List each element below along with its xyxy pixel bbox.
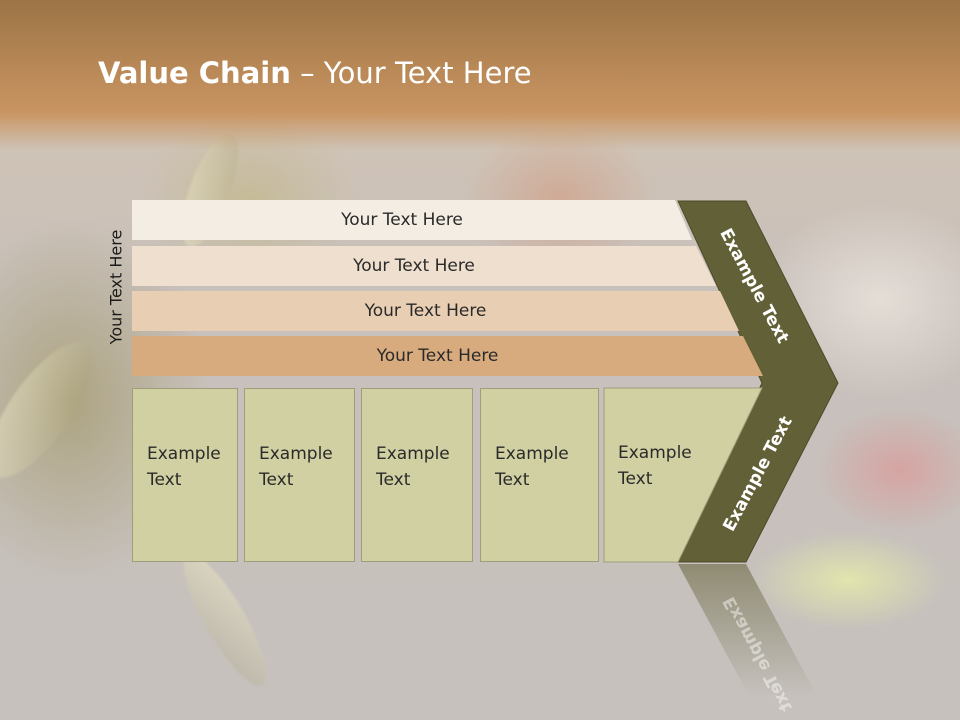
title-rest: – Your Text Here xyxy=(290,56,532,90)
activity-cell-last: Example Text xyxy=(604,388,724,562)
chevron-reflection-shape xyxy=(678,564,830,720)
last-cell-shape xyxy=(603,387,763,563)
activity-cell: Example Text xyxy=(361,388,473,562)
reflection: Example Text Example Text Example Text E… xyxy=(0,564,960,720)
cell-line-2: Text xyxy=(376,470,411,490)
page-title: Value Chain – Your Text Here xyxy=(98,56,532,90)
cell-line-2: Text xyxy=(147,470,182,490)
activity-cell: Example Text xyxy=(244,388,355,562)
cell-line-2: Text xyxy=(495,470,530,490)
title-bold: Value Chain xyxy=(98,56,291,90)
cell-line-1: Example xyxy=(147,444,221,464)
band-3: Your Text Here xyxy=(132,291,739,331)
chevron-shape xyxy=(677,200,839,563)
band-label: Your Text Here xyxy=(376,346,499,366)
activity-cell: Example Text xyxy=(480,388,599,562)
cell-line-2: Text xyxy=(259,470,294,490)
activity-cell: Example Text xyxy=(132,388,238,562)
band-4: Your Text Here xyxy=(132,336,763,376)
cell-line-1: Example xyxy=(259,444,333,464)
cell-line-2: Text xyxy=(618,469,653,489)
chevron-reflection xyxy=(678,564,830,720)
title-band xyxy=(0,0,960,150)
cell-line-1: Example xyxy=(618,443,692,463)
band-2: Your Text Here xyxy=(132,246,716,286)
band-label: Your Text Here xyxy=(353,256,475,276)
cell-line-1: Example xyxy=(376,444,450,464)
band-label: Your Text Here xyxy=(364,301,487,321)
band-label: Your Text Here xyxy=(341,210,463,230)
cell-line-1: Example xyxy=(495,444,569,464)
band-1: Your Text Here xyxy=(132,200,692,240)
